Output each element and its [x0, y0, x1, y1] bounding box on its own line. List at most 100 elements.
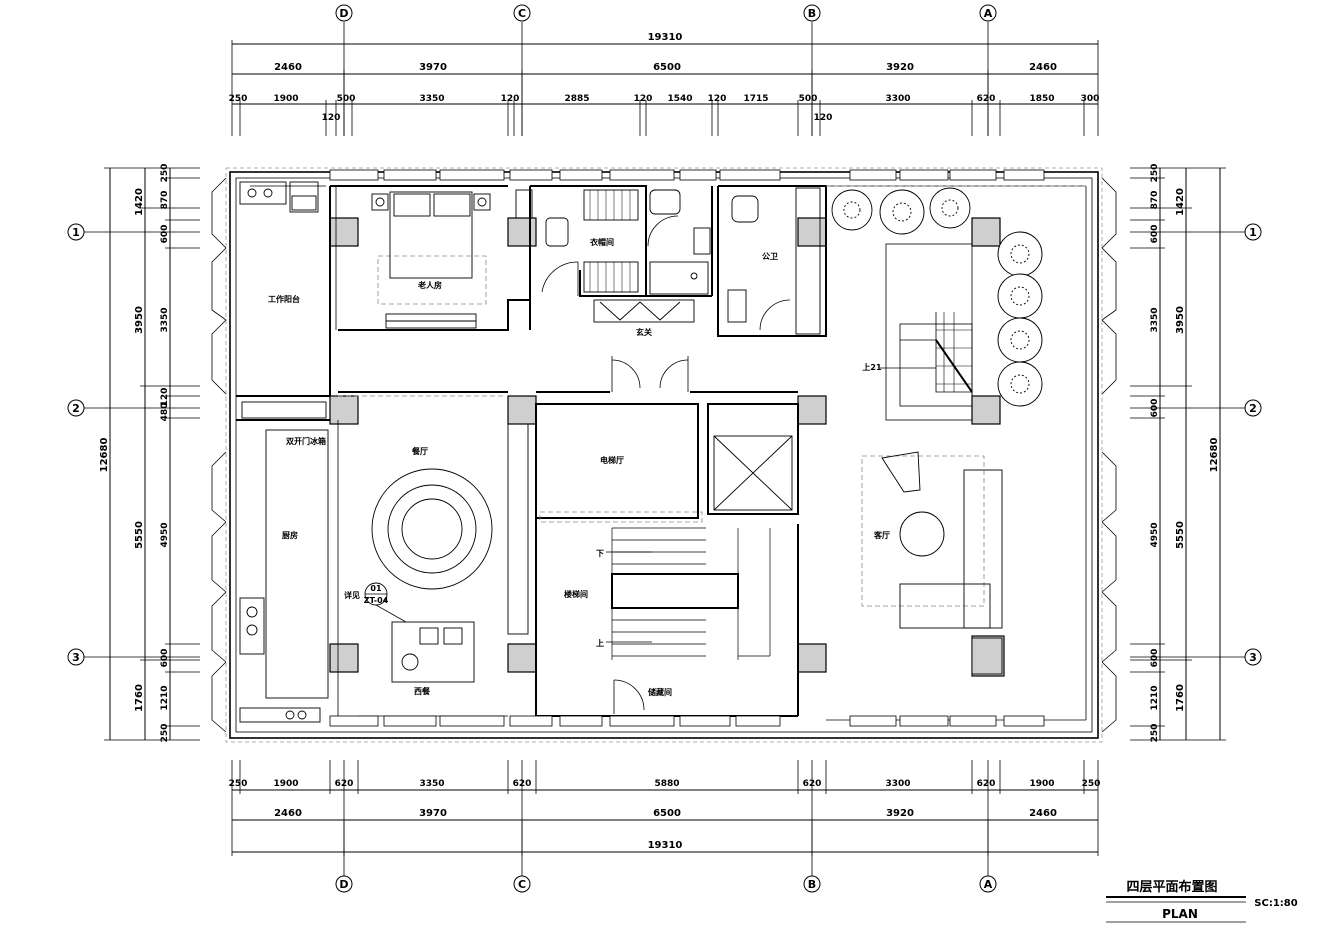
dim-top-3-1: 1900: [273, 94, 298, 104]
drawing-scale: SC:1:80: [1254, 898, 1297, 909]
dim-top-3-4: 120: [501, 94, 520, 104]
dim-left-in-1: 870: [160, 191, 170, 210]
label-storage: 储藏间: [647, 687, 672, 697]
axis-right-1: 1: [1249, 226, 1257, 239]
dim-left-in-6: 4950: [160, 522, 170, 547]
dim-bot-1-4: 620: [513, 779, 532, 789]
dim-left-total: 12680: [99, 438, 110, 473]
dim-top-3-0: 250: [229, 94, 248, 104]
label-stair-down: 下: [596, 549, 604, 558]
label-water-bar: 西餐: [414, 686, 431, 696]
furniture: [239, 181, 1003, 723]
dim-right-in-5: 4950: [1150, 522, 1160, 547]
label-elevator-hall: 电梯厅: [600, 455, 624, 465]
dim-top-3-2: 500: [337, 94, 356, 104]
dim-left-in-9: 250: [160, 724, 170, 743]
dim-bot-1-5: 5880: [654, 779, 679, 789]
right-dimensions: [1130, 167, 1226, 741]
dim-top-3-10: 500: [799, 94, 818, 104]
dim-top-3-8: 120: [708, 94, 727, 104]
axis-bubbles: [67, 4, 1262, 893]
interior-walls: [236, 185, 827, 717]
dim-top-3b-1: 120: [814, 113, 833, 123]
bottom-dim-text: 250 1900 620 3350 620 5880 620 3300 620 …: [229, 779, 1101, 851]
label-public-wc: 公卫: [762, 252, 778, 261]
axis-left-2: 2: [72, 402, 80, 415]
axis-bottom-C: C: [518, 878, 526, 891]
dim-bot-total: 19310: [648, 840, 683, 851]
label-living: 客厅: [873, 530, 890, 540]
dim-bot-1-9: 1900: [1029, 779, 1054, 789]
dim-left-in-4: 120: [160, 388, 170, 407]
dim-top-3-11: 3300: [885, 94, 910, 104]
dim-bot-1-3: 3350: [419, 779, 444, 789]
dim-right-total: 12680: [1209, 438, 1220, 473]
axis-top-D: D: [339, 7, 348, 20]
dim-bot-2-4: 2460: [1029, 808, 1057, 819]
dim-right-mid-3: 1760: [1175, 684, 1186, 712]
dim-left-mid-1: 3950: [134, 306, 145, 334]
dim-top-3-14: 300: [1081, 94, 1100, 104]
dim-bot-2-0: 2460: [274, 808, 302, 819]
callout-num: 01: [370, 584, 382, 593]
dim-bot-1-7: 3300: [885, 779, 910, 789]
dim-top-3-5: 2885: [564, 94, 589, 104]
dim-left-in-3: 3350: [160, 307, 170, 332]
room-labels: 工作阳台 老人房 衣帽间 公卫 玄关 双开门冰箱 餐厅 电梯厅 厨房 楼梯间 客…: [268, 237, 890, 697]
door-swings: [541, 215, 791, 714]
dim-right-in-4: 600: [1150, 399, 1160, 418]
label-elder-room: 老人房: [417, 280, 442, 290]
dim-top-3-3: 3350: [419, 94, 444, 104]
dim-left-mid-0: 1420: [134, 188, 145, 216]
label-fridge: 双开门冰箱: [286, 436, 326, 446]
dim-top-3b-0: 120: [322, 113, 341, 123]
dim-bot-1-6: 620: [803, 779, 822, 789]
dim-bot-1-8: 620: [977, 779, 996, 789]
dim-top-2-3: 3920: [886, 62, 914, 73]
dim-bot-1-0: 250: [229, 779, 248, 789]
dim-top-2-1: 3970: [419, 62, 447, 73]
dim-left-in-2: 600: [160, 225, 170, 244]
axis-left-3: 3: [72, 651, 80, 664]
dim-right-in-8: 250: [1150, 724, 1160, 743]
title-block: 四层平面布置图 PLAN SC:1:80: [1106, 879, 1298, 923]
label-foyer: 玄关: [636, 327, 652, 337]
facade-windows: [329, 169, 1045, 727]
label-work-balcony: 工作阳台: [268, 294, 300, 304]
top-dimensions: [231, 22, 1099, 136]
detail-callout: 01 ZT-04 详见: [344, 582, 407, 623]
axis-top-A: A: [984, 7, 993, 20]
dim-left-in-0: 250: [160, 164, 170, 183]
dashed-boundaries: [338, 185, 1086, 607]
left-dimensions: [104, 167, 200, 741]
callout-label: 详见: [344, 590, 360, 600]
drawing-title: 四层平面布置图: [1126, 879, 1217, 895]
dim-bot-2-2: 6500: [653, 808, 681, 819]
axis-right-3: 3: [1249, 651, 1257, 664]
dim-right-in-0: 250: [1150, 164, 1160, 183]
dim-bot-2-1: 3970: [419, 808, 447, 819]
dim-right-in-6: 600: [1150, 649, 1160, 668]
dim-top-3-13: 1850: [1029, 94, 1054, 104]
axis-right-2: 2: [1249, 402, 1257, 415]
dim-top-2-0: 2460: [274, 62, 302, 73]
dim-top-3-6: 120: [634, 94, 653, 104]
dim-right-mid-0: 1420: [1175, 188, 1186, 216]
dim-right-in-3: 3350: [1150, 307, 1160, 332]
partitions: [250, 185, 1087, 721]
dim-top-row2: 2460 3970 6500 3920 2460: [274, 62, 1057, 73]
dim-left-in-7: 600: [160, 649, 170, 668]
dim-top-2-4: 2460: [1029, 62, 1057, 73]
dim-top-row3: 250 1900 500 3350 120 2885 120 1540 120 …: [229, 94, 1100, 104]
dim-bot-1-2: 620: [335, 779, 354, 789]
dim-left-mid-3: 1760: [134, 684, 145, 712]
dim-left-mid-2: 5550: [134, 521, 145, 549]
dim-top-3-9: 1715: [743, 94, 768, 104]
dim-top-total: 19310: [648, 32, 683, 43]
axis-left-1: 1: [72, 226, 80, 239]
label-kitchen: 厨房: [282, 530, 298, 540]
label-stair-hall: 楼梯间: [564, 589, 588, 599]
label-cloakroom: 衣帽间: [590, 237, 614, 247]
dim-right-in-7: 1210: [1150, 685, 1160, 710]
